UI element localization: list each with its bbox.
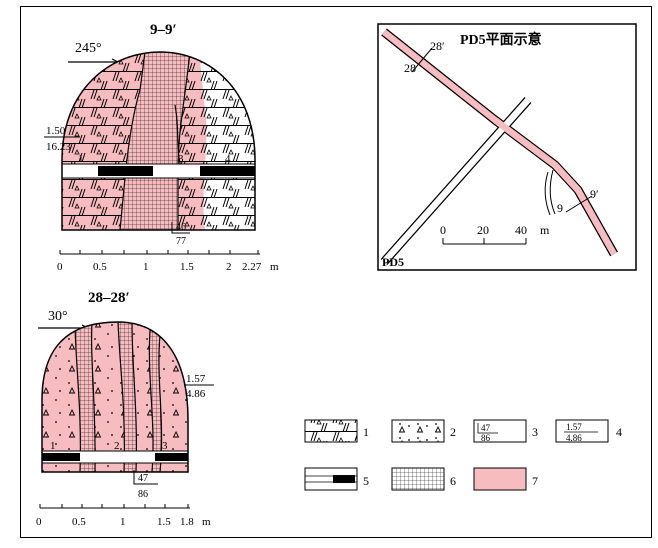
side-curve xyxy=(544,171,551,216)
plan-scale-label-0: 0 xyxy=(440,223,446,237)
plan-inset: PD5平面示意 28′ 28 9′ 9 0 20 40 m PD5 xyxy=(377,23,637,271)
scale-top-tick-1: 0.5 xyxy=(93,261,107,273)
inner-label-4: 4 xyxy=(225,153,231,165)
scale-bar-top: 0 0.5 1 1.5 2 2.27 m xyxy=(57,250,279,273)
label-28-prime: 28′ xyxy=(430,39,445,53)
legend-item-7: 7 xyxy=(473,467,538,491)
figure-frame xyxy=(20,6,652,538)
sample-mark-bottom xyxy=(133,470,158,485)
plan-scale-label-20: 20 xyxy=(477,223,489,237)
plan-corner-label: PD5 xyxy=(382,255,404,269)
arch-top-fill xyxy=(62,52,255,230)
section-28-title: 28–28′ xyxy=(88,290,130,306)
scale-top-tick-3: 1.5 xyxy=(180,261,194,273)
label-9-prime: 9′ xyxy=(590,187,599,201)
legend-item-3: 47 86 3 xyxy=(473,419,538,443)
legend-label-7: 7 xyxy=(532,474,538,488)
section-line-28 xyxy=(411,47,433,73)
sample-bottom-den: 86 xyxy=(138,489,148,500)
label-9: 9 xyxy=(557,201,563,215)
arch-bottom-outline xyxy=(41,321,189,473)
legend-4-num: 1.57 xyxy=(566,422,582,432)
legend-item-1: 1 xyxy=(304,419,369,443)
adit-main-top xyxy=(493,117,581,193)
inner-b-label-1: 1 xyxy=(50,440,56,452)
inner-label-1: 1 xyxy=(78,153,84,165)
legend-item-5: 5 xyxy=(304,467,369,491)
side-curve-2 xyxy=(549,169,556,215)
arch-top-outline xyxy=(61,51,256,231)
annotation-top-num: 1.50 xyxy=(46,125,66,137)
section-9-title: 9–9′ xyxy=(150,22,177,38)
legend-label-1: 1 xyxy=(363,425,369,439)
inner-label-3: 3 xyxy=(178,153,184,165)
sample-top-den: 77 xyxy=(176,236,186,247)
annotation-bottom-den: 4.86 xyxy=(186,388,206,400)
legend-label-4: 4 xyxy=(616,425,622,439)
scale-bottom-tick-2: 1 xyxy=(120,516,126,528)
legend-label-5: 5 xyxy=(363,474,369,488)
sample-top-num: 46 xyxy=(176,222,186,233)
inner-b-label-3: 3 xyxy=(162,440,168,452)
legend-item-2: 2 xyxy=(391,419,456,443)
legend-4-den: 4.86 xyxy=(566,433,582,443)
scale-top-tick-0: 0 xyxy=(57,261,63,273)
section-9-9: 9–9′ 245° 1 3 4 1.50 16.23 46 77 xyxy=(44,22,279,273)
plan-scale-unit: m xyxy=(540,223,550,237)
arch-bottom-fill xyxy=(42,322,188,472)
scale-bottom-tick-0: 0 xyxy=(36,516,42,528)
legend: 1 2 47 86 3 1.57 4.86 4 5 xyxy=(304,419,622,491)
scale-bottom-unit: m xyxy=(202,516,211,528)
scale-bottom-tick-3: 1.5 xyxy=(157,516,171,528)
section-line-9 xyxy=(565,195,593,213)
legend-3-num: 47 xyxy=(481,423,491,433)
annotation-top-den: 16.23 xyxy=(46,141,71,153)
scale-bottom-tick-4: 1.8 xyxy=(180,516,194,528)
plan-scale-label-40: 40 xyxy=(515,223,527,237)
section-28-direction: 30° xyxy=(48,309,68,324)
scale-top-unit: m xyxy=(270,261,279,273)
legend-3-den: 86 xyxy=(481,433,491,443)
annotation-bottom-num: 1.57 xyxy=(186,373,206,385)
label-28: 28 xyxy=(404,61,416,75)
section-9-direction: 245° xyxy=(75,41,102,56)
legend-label-2: 2 xyxy=(450,425,456,439)
plan-inset-title: PD5平面示意 xyxy=(460,31,542,48)
scale-bar-bottom: 0 0.5 1 1.5 1.8 m xyxy=(36,504,211,528)
scale-top-tick-5: 2.27 xyxy=(242,261,262,273)
legend-item-6: 6 xyxy=(391,467,456,491)
inner-b-label-2: 2 xyxy=(114,440,120,452)
legend-label-6: 6 xyxy=(450,474,456,488)
legend-label-3: 3 xyxy=(532,425,538,439)
scale-bottom-tick-1: 0.5 xyxy=(72,516,86,528)
scale-top-tick-2: 1 xyxy=(143,261,149,273)
sample-bottom-num: 47 xyxy=(138,473,148,484)
sample-mark-top xyxy=(171,222,190,234)
section-28-28: 28–28′ 30° 1 2 3 1.57 4.86 47 86 xyxy=(36,290,214,528)
scale-top-tick-4: 2 xyxy=(226,261,232,273)
legend-item-4: 1.57 4.86 4 xyxy=(555,419,622,443)
